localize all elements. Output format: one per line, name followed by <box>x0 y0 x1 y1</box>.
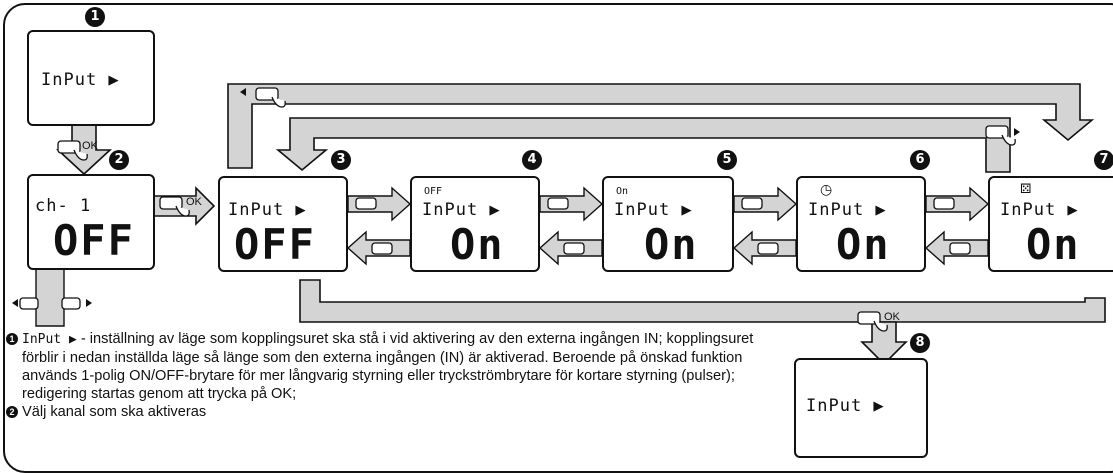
note-1-text: - inställning av läge som kopplingsuret … <box>22 331 754 402</box>
loop-arrow-middle <box>275 117 1011 173</box>
screen-3-big: OFF <box>234 220 316 269</box>
step-badge-8: 8 <box>910 333 930 353</box>
screen-5-big: On <box>644 220 699 269</box>
note-2-number: 2 <box>6 406 18 418</box>
arrow-4-to-5 <box>539 186 604 222</box>
arrow-3-to-4 <box>347 186 412 222</box>
screen-1-text: InPut ▶ <box>41 70 120 90</box>
instructions: 1 InPut ▶ - inställning av läge som koppl… <box>6 330 781 421</box>
small-triangle-icons <box>12 88 1020 307</box>
screen-8: InPut ▶ <box>794 358 928 458</box>
screen-6: ◷ InPut ▶ On <box>796 176 926 272</box>
note-2-text: Välj kanal som ska aktiveras <box>22 404 207 420</box>
screen-2-big: OFF <box>53 216 135 265</box>
step-badge-6: 6 <box>910 150 930 170</box>
step-badge-2: 2 <box>109 150 129 170</box>
arrow-6-to-7 <box>925 186 990 222</box>
screen-7-big: On <box>1026 220 1081 269</box>
screen-2: ch- 1 OFF <box>27 174 155 270</box>
screen-4-big: On <box>450 220 505 269</box>
step-badge-3: 3 <box>331 150 351 170</box>
screen-5-tag: On <box>616 186 629 197</box>
random-icon: ⚄ <box>1020 182 1032 197</box>
screen-7-top: InPut ▶ <box>1000 200 1079 220</box>
step-badge-7: 7 <box>1094 150 1113 170</box>
screen-6-big: On <box>836 220 891 269</box>
ok-label-2: OK <box>186 196 202 208</box>
screen-5-top: InPut ▶ <box>614 200 693 220</box>
loop-arrow-outer <box>227 83 1095 169</box>
screen-6-top: InPut ▶ <box>808 200 887 220</box>
screen-3-top: InPut ▶ <box>228 200 307 220</box>
ok-label-1: OK <box>82 140 98 152</box>
clock-icon: ◷ <box>820 182 833 198</box>
note-1: 1 InPut ▶ - inställning av läge som koppl… <box>6 330 781 403</box>
screen-5: On InPut ▶ On <box>602 176 734 272</box>
note-1-number: 1 <box>6 333 18 345</box>
screen-2-top: ch- 1 <box>35 196 92 216</box>
screen-8-text: InPut ▶ <box>806 396 885 416</box>
note-2: 2 Välj kanal som ska aktiveras <box>6 403 781 421</box>
arrow-5-to-6 <box>733 186 798 222</box>
button-press-icon <box>19 87 1016 332</box>
screen-3: InPut ▶ OFF <box>218 176 348 272</box>
screen-7: ⚄ InPut ▶ On <box>988 176 1113 272</box>
screen-1: InPut ▶ <box>27 30 155 126</box>
note-1-code: InPut ▶ <box>22 332 77 347</box>
screen-4-tag: OFF <box>424 186 443 197</box>
ok-label-3: OK <box>884 311 900 323</box>
screen-4: OFF InPut ▶ On <box>410 176 540 272</box>
step-badge-5: 5 <box>717 150 737 170</box>
step-badge-4: 4 <box>522 150 542 170</box>
loop-arrow-bottom <box>299 279 1106 366</box>
step-badge-1: 1 <box>85 7 105 27</box>
screen-4-top: InPut ▶ <box>422 200 501 220</box>
